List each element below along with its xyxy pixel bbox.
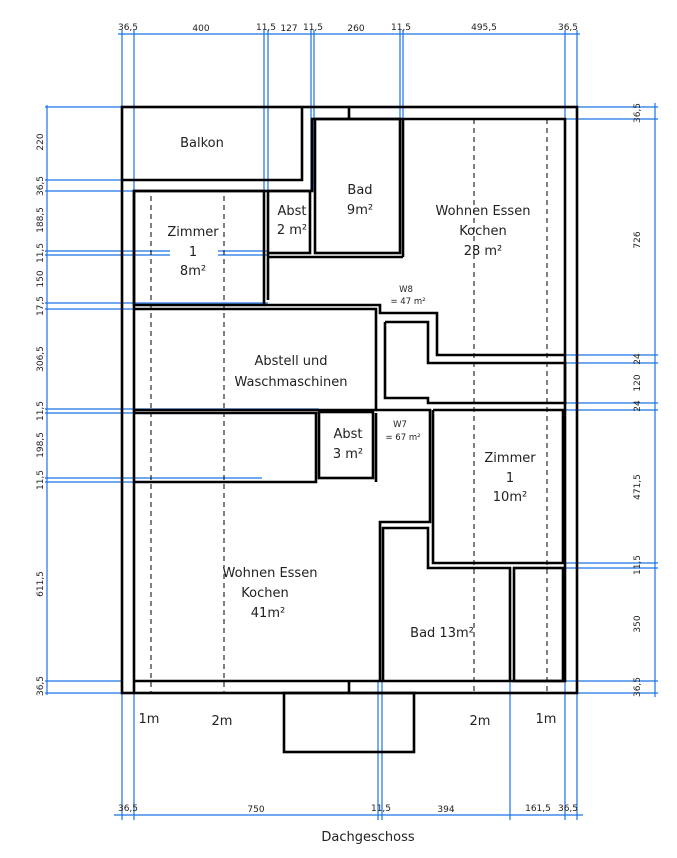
zimmer-8-area: 8m² bbox=[180, 264, 206, 279]
dim-label: 36,5 bbox=[633, 103, 643, 123]
abst-3-room bbox=[317, 410, 375, 480]
dim-label: 260 bbox=[347, 24, 364, 34]
dim-label: 36,5 bbox=[558, 23, 578, 33]
dim-label: 750 bbox=[247, 805, 264, 815]
top-dimensions: 36,5 400 11,5 127 11,5 260 11,5 495,5 36… bbox=[118, 23, 578, 34]
dim-label: 188,5 bbox=[36, 207, 46, 233]
abst-2-room bbox=[266, 189, 312, 255]
wek-41-name: Wohnen Essen bbox=[223, 566, 318, 581]
bad-9-room bbox=[313, 117, 402, 255]
wek-41-area: 41m² bbox=[251, 606, 285, 621]
plan-title: Dachgeschoss bbox=[321, 830, 414, 845]
right-dimensions: 36,5 726 24 120 24 471,5 11,5 350 36,5 bbox=[633, 103, 643, 697]
dim-label: 198,5 bbox=[36, 432, 46, 458]
zimmer-8-room bbox=[132, 189, 266, 307]
dim-label: 36,5 bbox=[118, 804, 138, 814]
dim-label: 161,5 bbox=[525, 804, 551, 814]
wek-41-name2: Kochen bbox=[241, 586, 288, 601]
zimmer-8-num: 1 bbox=[189, 245, 197, 260]
zimmer-10-area: 10m² bbox=[493, 490, 527, 505]
dim-label: 36,5 bbox=[36, 676, 46, 696]
abstell-name: Abstell und bbox=[254, 354, 327, 369]
abst-3-name: Abst bbox=[333, 427, 362, 442]
abst-3-area: 3 m² bbox=[333, 447, 363, 462]
dim-label: 11,5 bbox=[36, 243, 46, 263]
height-marks: 1m 2m 2m 1m bbox=[139, 712, 557, 729]
dim-label: 120 bbox=[633, 374, 643, 391]
bad-9-area: 9m² bbox=[347, 203, 373, 218]
zimmer-10-name: Zimmer bbox=[484, 451, 536, 466]
dim-label: 306,5 bbox=[36, 346, 46, 372]
abstell-name2: Waschmaschinen bbox=[234, 375, 347, 390]
dim-label: 11,5 bbox=[303, 23, 323, 33]
height-mark: 1m bbox=[536, 712, 557, 727]
dim-label: 36,5 bbox=[118, 23, 138, 33]
walls bbox=[120, 105, 579, 754]
w7-name: W7 bbox=[393, 420, 407, 430]
height-mark: 2m bbox=[470, 714, 491, 729]
height-mark: 1m bbox=[139, 712, 160, 727]
dim-label: 394 bbox=[437, 805, 454, 815]
dim-label: 24 bbox=[633, 400, 643, 412]
dim-label: 36,5 bbox=[558, 804, 578, 814]
dim-label: 220 bbox=[36, 133, 46, 150]
zimmer-8-name: Zimmer bbox=[167, 225, 219, 240]
dim-label: 17,5 bbox=[36, 296, 46, 316]
room-labels: Balkon Zimmer 1 8m² Abst 2 m² Bad 9m² Wo… bbox=[167, 136, 536, 641]
dim-label: 11,5 bbox=[36, 401, 46, 421]
w8-name: W8 bbox=[399, 285, 413, 295]
dim-label: 11,5 bbox=[391, 23, 411, 33]
dim-label: 495,5 bbox=[471, 23, 497, 33]
dim-label: 726 bbox=[633, 231, 643, 248]
abst-2-area: 2 m² bbox=[277, 223, 307, 238]
dim-label: 11,5 bbox=[256, 23, 276, 33]
abst-2-name: Abst bbox=[277, 204, 306, 219]
dim-label: 350 bbox=[633, 615, 643, 632]
w7-area: = 67 m² bbox=[385, 433, 420, 443]
dim-label: 150 bbox=[36, 270, 46, 287]
dim-label: 24 bbox=[633, 353, 643, 365]
zimmer-10-num: 1 bbox=[506, 471, 514, 486]
dim-label: 36,5 bbox=[36, 176, 46, 196]
dim-label: 611,5 bbox=[36, 571, 46, 597]
w8-area: = 47 m² bbox=[390, 297, 425, 307]
bottom-dimensions: 36,5 750 11,5 394 161,5 36,5 bbox=[118, 804, 578, 815]
bad-13-label: Bad 13m² bbox=[410, 626, 474, 641]
height-mark: 2m bbox=[212, 714, 233, 729]
dim-label: 400 bbox=[192, 24, 209, 34]
wek-28-name: Wohnen Essen bbox=[436, 204, 531, 219]
balkon-label: Balkon bbox=[180, 136, 224, 151]
dim-label: 36,5 bbox=[633, 677, 643, 697]
dim-label: 471,5 bbox=[633, 474, 643, 500]
bottom-bay bbox=[282, 691, 416, 754]
dim-label: 11,5 bbox=[36, 470, 46, 490]
dim-label: 127 bbox=[280, 24, 297, 34]
bad-9-name: Bad bbox=[347, 183, 372, 198]
wek-28-area: 28 m² bbox=[464, 244, 503, 259]
wek-28-name2: Kochen bbox=[459, 224, 506, 239]
dim-label: 11,5 bbox=[371, 804, 391, 814]
dim-label: 11,5 bbox=[633, 555, 643, 575]
height-lines bbox=[150, 119, 548, 693]
left-dimensions: 220 36,5 188,5 11,5 150 17,5 306,5 11,5 … bbox=[36, 133, 46, 696]
